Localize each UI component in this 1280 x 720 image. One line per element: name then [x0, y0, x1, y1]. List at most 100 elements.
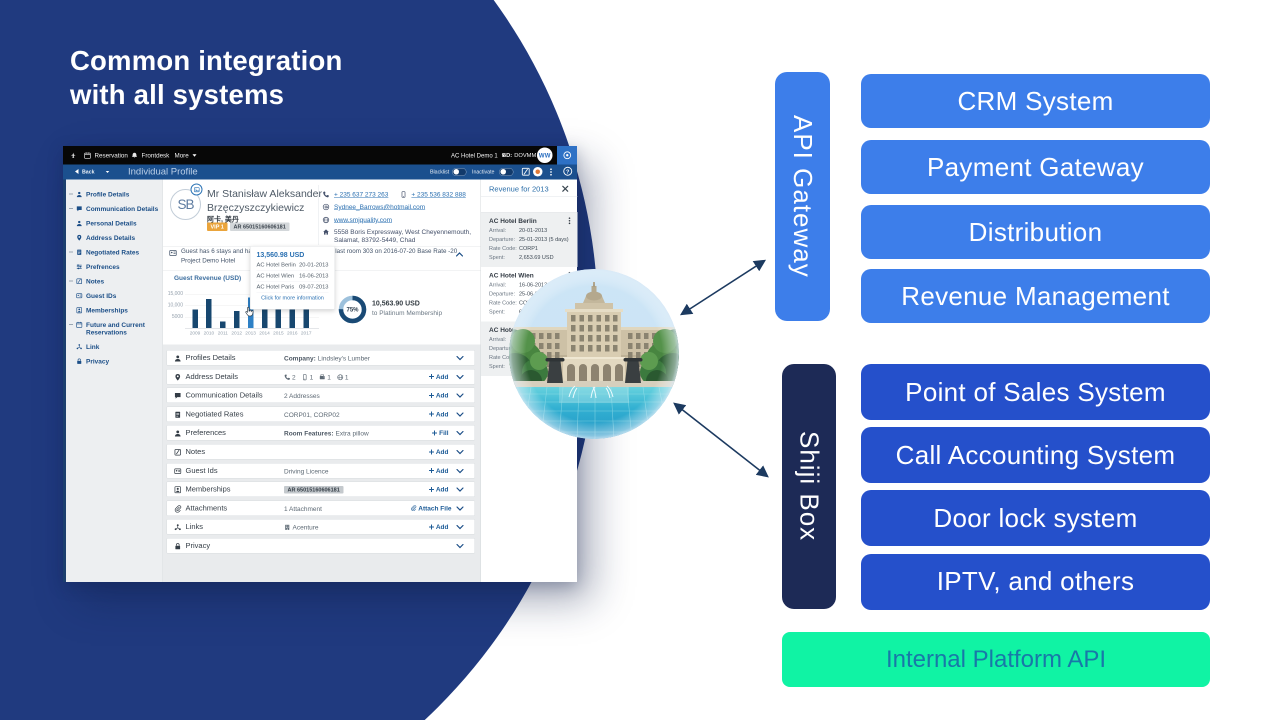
expand-chevron-icon[interactable]: [457, 544, 464, 549]
add-button[interactable]: Add: [429, 410, 449, 418]
mobile-icon: [302, 374, 309, 381]
chart-bar: [261, 307, 268, 328]
shiji-logo-icon: [563, 151, 571, 160]
expand-chevron-icon[interactable]: [457, 375, 464, 380]
menu-item-frontdesk[interactable]: Frontdesk: [131, 146, 169, 165]
person-icon: [76, 191, 83, 198]
kebab-menu-icon[interactable]: [550, 168, 552, 176]
lock-icon: [76, 358, 83, 365]
sidebar-item-communication-details[interactable]: Communication Details: [76, 205, 160, 213]
hotel-departure-row: Departure:25-06-2013: [489, 291, 548, 297]
sidebar-item-future-current-reservations[interactable]: Future and Current Reservations: [76, 321, 160, 336]
kebab-menu-icon[interactable]: [569, 217, 571, 225]
expand-chevron-icon[interactable]: [457, 469, 464, 474]
business-date-label: BD:: [502, 152, 513, 159]
help-icon[interactable]: [563, 167, 573, 177]
airplane-icon[interactable]: [70, 146, 77, 165]
section-summary: 2 Addresses: [284, 392, 320, 400]
expand-chevron-icon[interactable]: [457, 450, 464, 455]
section-icon: [174, 355, 182, 363]
section-row-privacy[interactable]: Privacy: [166, 538, 475, 554]
phone2-link[interactable]: + 235 536 832 888: [411, 190, 466, 199]
hotel-name: AC Hotel Berlin: [489, 217, 537, 225]
app-logo-button[interactable]: [557, 146, 577, 165]
sidebar-item-negotiated-rates[interactable]: Negotiated Rates: [76, 249, 160, 256]
chart-title: Guest Revenue (USD): [174, 274, 242, 282]
user-avatar[interactable]: WW: [537, 147, 553, 163]
add-button[interactable]: Add: [429, 373, 449, 380]
collapse-chevron-icon[interactable]: [456, 252, 463, 257]
menu-item-frontdesk-label: Frontdesk: [141, 151, 170, 159]
sliders-icon: [76, 264, 83, 271]
back-arrow-icon[interactable]: [75, 169, 79, 174]
section-icon: [174, 430, 182, 438]
close-icon[interactable]: [562, 186, 569, 193]
phone1-link[interactable]: + 235 637 273 263: [334, 190, 389, 199]
menu-item-reservation[interactable]: Reservation: [84, 146, 128, 165]
sidebar-item-memberships[interactable]: Memberships: [76, 307, 160, 314]
sidebar-item-address-details[interactable]: Address Details: [76, 234, 160, 242]
hotel-selector[interactable]: AC Hotel Demo 1: [451, 146, 506, 165]
sidebar-item-link[interactable]: Link: [76, 343, 160, 351]
expand-chevron-icon[interactable]: [457, 412, 464, 417]
add-button[interactable]: Add: [429, 448, 449, 456]
section-title: Profiles Details: [185, 353, 236, 363]
shiji-box: Shiji Box: [782, 364, 836, 609]
notification-badge[interactable]: [533, 167, 543, 177]
image-icon: [193, 186, 200, 193]
id-card-icon: [76, 293, 83, 300]
plus-icon: [429, 524, 434, 529]
fill-button[interactable]: Fill: [432, 429, 449, 437]
website-link[interactable]: www.smjquality.com: [334, 216, 393, 224]
blacklist-toggle[interactable]: [452, 168, 467, 176]
document-icon: [76, 249, 83, 256]
expand-chevron-icon[interactable]: [457, 506, 464, 511]
chevron-down-icon[interactable]: [105, 170, 110, 174]
sidebar-item-personal-details[interactable]: Personal Details: [76, 220, 160, 227]
fax-icon: [319, 374, 326, 381]
guest-cjk-name: 阿卡, 美丹: [207, 215, 239, 223]
expand-chevron-icon[interactable]: [457, 488, 464, 493]
add-button[interactable]: Add: [429, 486, 449, 493]
inactivate-toggle[interactable]: [499, 168, 514, 176]
hotel-spent-row: Spent:2,653.69 USD: [489, 254, 554, 261]
back-button[interactable]: Back: [82, 169, 95, 175]
expand-chevron-icon[interactable]: [457, 431, 464, 436]
expand-chevron-icon[interactable]: [457, 356, 464, 361]
add-button[interactable]: Add: [429, 523, 449, 531]
expand-chevron-icon[interactable]: [457, 394, 464, 399]
section-icon: [174, 373, 182, 381]
add-button[interactable]: Add: [429, 467, 449, 474]
contact-address: 5558 Boris Expressway, West Cheyennemout…: [323, 228, 471, 244]
email-link[interactable]: Sydnee_Barrows@hotmail.com: [334, 203, 426, 211]
avatar-photo-badge[interactable]: [190, 183, 203, 196]
section-title: Negotiated Rates: [185, 409, 244, 419]
system-call-accounting: Call Accounting System: [861, 427, 1210, 483]
add-button[interactable]: Add: [429, 392, 449, 399]
sidebar-item-guest-ids[interactable]: Guest IDs: [76, 292, 160, 300]
menu-item-more[interactable]: More: [175, 146, 198, 165]
edit-icon[interactable]: [522, 168, 531, 177]
sidebar-item-profile-details[interactable]: Profile Details: [76, 191, 160, 198]
tooltip-footer-link[interactable]: Click for more information: [261, 295, 324, 301]
slide-title: Common integration with all systems: [70, 44, 342, 111]
expand-chevron-icon[interactable]: [457, 525, 464, 530]
section-icon: [174, 411, 182, 419]
sidebar-item-notes[interactable]: Notes: [76, 278, 160, 285]
attach-file-button[interactable]: Attach File: [410, 504, 452, 512]
guest-name: Mr Stanisław Aleksander Brzęczyszczykiew…: [207, 188, 322, 214]
vip-badge: VIP 1: [207, 222, 228, 231]
sidebar-item-privacy[interactable]: Privacy: [76, 358, 160, 365]
sidebar-item-prefrences[interactable]: Prefrences: [76, 263, 160, 271]
